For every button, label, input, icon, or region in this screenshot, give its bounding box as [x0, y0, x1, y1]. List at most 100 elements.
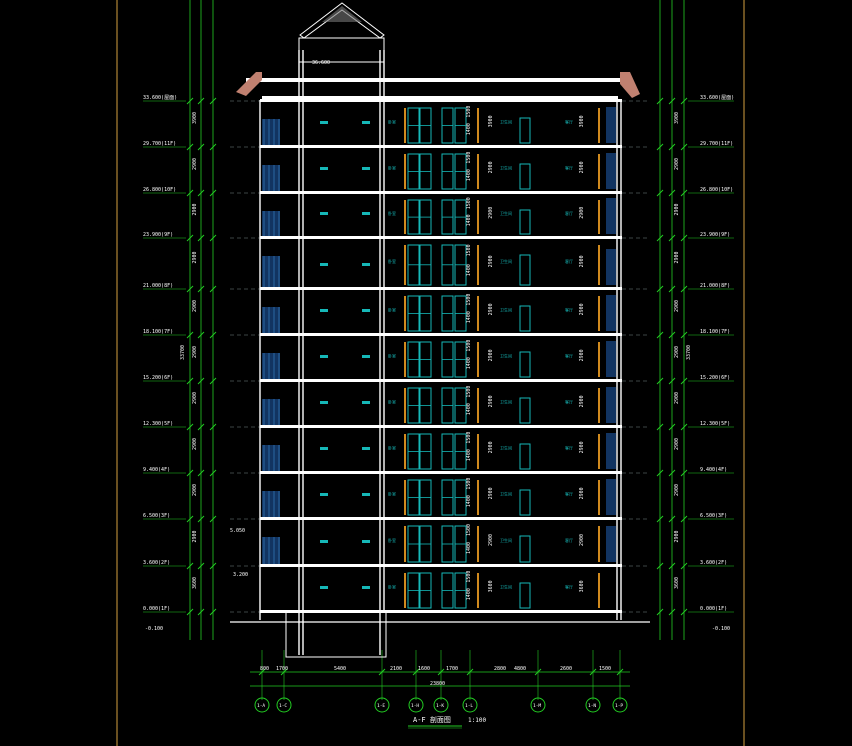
- shaft-tag: [320, 121, 328, 124]
- storey-dim: 2900: [488, 441, 494, 453]
- wood-post: [404, 200, 406, 234]
- level-label-right: 0.000(1F): [700, 606, 727, 612]
- floor-slab: [260, 99, 622, 102]
- dimension-text: 2900: [192, 251, 198, 263]
- window-dim: 1500: [466, 106, 472, 118]
- dimension-tick: [197, 331, 205, 339]
- room-tag: 卫生间: [500, 353, 512, 359]
- door-frame: [519, 254, 531, 286]
- wood-post: [477, 245, 479, 285]
- dimension-tick: [668, 377, 676, 385]
- dimension-text: 3600: [674, 577, 680, 589]
- balcony-shade: [262, 445, 280, 471]
- floor-slab: [260, 333, 622, 336]
- level-label-right: 9.400(4F): [700, 467, 727, 473]
- shaft-tag: [362, 540, 370, 543]
- room-tag: 卧室: [388, 537, 396, 543]
- wood-post: [404, 526, 406, 562]
- wood-post: [598, 480, 600, 515]
- storey-dim: 2900: [579, 161, 585, 173]
- window-dim: 1400: [466, 495, 472, 507]
- axis-bubble: [612, 697, 628, 713]
- level-label-left: 29.700(11F): [143, 141, 176, 147]
- level-label-right: 33.600(屋面): [700, 95, 734, 101]
- wood-post: [477, 388, 479, 423]
- wood-post: [404, 296, 406, 331]
- axis-label: 1-A: [257, 703, 265, 709]
- room-tag: 卧室: [388, 258, 396, 264]
- storey-dim: 3900: [488, 115, 494, 127]
- wood-post: [477, 296, 479, 331]
- shaft-tag: [362, 121, 370, 124]
- wood-post: [404, 154, 406, 189]
- storey-dim: 2900: [488, 255, 494, 267]
- shaft-tag: [362, 401, 370, 404]
- room-tag: 卫生间: [500, 584, 512, 590]
- roof-beam: [262, 96, 618, 99]
- storey-dim: 2900: [579, 487, 585, 499]
- door-frame: [519, 351, 531, 378]
- dimension-tick: [197, 143, 205, 151]
- dimension-tick: [680, 234, 688, 242]
- dimension-text: 3600: [192, 577, 198, 589]
- dimension-tick: [656, 97, 664, 105]
- window-dim: 1400: [466, 357, 472, 369]
- floor-slab: [260, 471, 622, 474]
- wood-post: [404, 573, 406, 608]
- dimension-tick: [186, 331, 194, 339]
- room-tag: 客厅: [565, 210, 573, 216]
- dimension-tick: [209, 234, 217, 242]
- balcony-shade-right: [606, 341, 616, 377]
- overall-height-text: 33700: [686, 345, 692, 360]
- shaft-tag: [362, 309, 370, 312]
- dimension-text: 2900: [674, 392, 680, 404]
- window-dim: 1400: [466, 588, 472, 600]
- room-tag: 客厅: [565, 584, 573, 590]
- dimension-tick: [197, 423, 205, 431]
- dimension-tick: [656, 285, 664, 293]
- room-tag: 卫生间: [500, 258, 512, 264]
- floor-slab: [260, 610, 622, 613]
- door-frame: [519, 163, 531, 190]
- storey-dim: 2900: [579, 303, 585, 315]
- axis-bubble: [408, 697, 424, 713]
- balcony-shade-right: [606, 153, 616, 189]
- roof-gable: [299, 2, 385, 39]
- dimension-tick: [197, 189, 205, 197]
- wood-post: [404, 342, 406, 377]
- floor-slab: [260, 379, 622, 382]
- wood-post: [477, 573, 479, 608]
- dimension-tick: [186, 469, 194, 477]
- dimension-tick: [656, 377, 664, 385]
- bottom-dim-text: 2800: [494, 666, 506, 672]
- wood-post: [404, 245, 406, 285]
- dimension-tick: [186, 562, 194, 570]
- dimension-tick: [668, 234, 676, 242]
- shaft-tag: [362, 493, 370, 496]
- dimension-tick: [197, 469, 205, 477]
- dimension-tick: [209, 423, 217, 431]
- storey-dim: 2900: [579, 255, 585, 267]
- dimension-tick: [656, 469, 664, 477]
- dimension-tick: [209, 377, 217, 385]
- door-frame: [519, 443, 531, 470]
- dimension-tick: [680, 562, 688, 570]
- dimension-tick: [209, 515, 217, 523]
- shaft-tag: [320, 355, 328, 358]
- axis-bubble: [254, 697, 270, 713]
- shaft-tag: [320, 212, 328, 215]
- dimension-tick: [209, 608, 217, 616]
- dimension-tick: [186, 234, 194, 242]
- dimension-tick: [412, 668, 420, 676]
- axis-bubble: [462, 697, 478, 713]
- level-label-right: 12.300(5F): [700, 421, 730, 427]
- balcony-shade: [262, 211, 280, 236]
- dimension-tick: [534, 668, 542, 676]
- dimension-tick: [209, 97, 217, 105]
- shaft-tag: [362, 212, 370, 215]
- room-tag: 客厅: [565, 353, 573, 359]
- dimension-tick: [378, 668, 386, 676]
- level-label-right: 18.100(7F): [700, 329, 730, 335]
- eave-left: [236, 72, 262, 96]
- ground-label-left: -0.100: [145, 626, 163, 632]
